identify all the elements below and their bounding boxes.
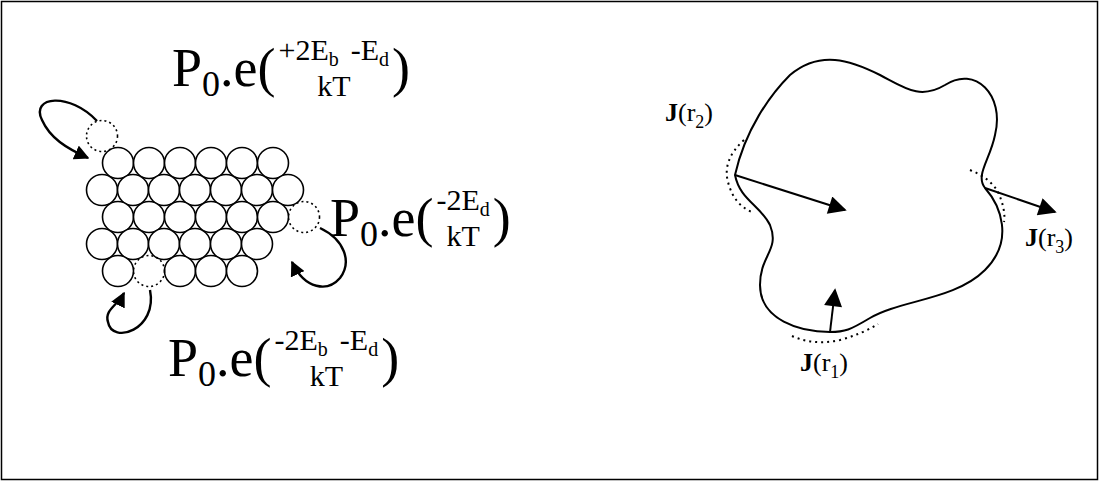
fraction: -2Eb-EdkT (275, 325, 379, 391)
rate-formula: P0.e(-2Eb-EdkT) (168, 325, 399, 391)
rate-formula: P0.e(-2EdkT) (330, 185, 511, 251)
flux-label: J(r1) (800, 350, 848, 376)
formula-num: -E (351, 35, 379, 65)
formula-j: ) (1064, 225, 1073, 251)
fraction-denominator: kT (317, 71, 350, 101)
rate-formula: P0.e(+2Eb-EdkT) (172, 35, 410, 101)
perturbed-contour (727, 140, 1005, 342)
formula-numsub: d (480, 199, 490, 219)
frame (2, 2, 1098, 480)
flux-label: J(r3) (1025, 225, 1073, 251)
formula-numsub: d (379, 49, 389, 69)
formula-bigsub: 0 (202, 66, 220, 102)
fraction-numerator: -2Eb-Ed (275, 325, 379, 355)
fraction-denominator: kT (447, 221, 480, 251)
formula-jb: J (665, 100, 678, 126)
grain-contour (735, 60, 1002, 332)
formula-big: .e( (216, 331, 271, 385)
formula-num: kT (310, 361, 343, 391)
atom-lattice (87, 148, 304, 287)
formula-jb: J (800, 350, 813, 376)
formula-numsub: b (318, 339, 328, 359)
formula-j: ) (839, 350, 848, 376)
formula-num: kT (447, 221, 480, 251)
formula-big: P (172, 41, 202, 95)
formula-num: kT (317, 71, 350, 101)
formula-jsub: 3 (1055, 238, 1064, 256)
formula-j: (r (813, 350, 830, 376)
formula-big: ) (493, 191, 511, 245)
formula-numsub: d (368, 339, 378, 359)
hop-arrows (40, 101, 346, 333)
formula-j: (r (678, 100, 695, 126)
formula-big: ) (381, 331, 399, 385)
formula-j: (r (1038, 225, 1055, 251)
fraction: +2Eb-EdkT (279, 35, 390, 101)
formula-big: P (330, 191, 360, 245)
formula-jb: J (1025, 225, 1038, 251)
flux-label: J(r2) (665, 100, 713, 126)
fraction-denominator: kT (310, 361, 343, 391)
fraction-numerator: +2Eb-Ed (279, 35, 390, 65)
formula-big: .e( (220, 41, 275, 95)
formula-big: ) (392, 41, 410, 95)
fraction-numerator: -2Ed (437, 185, 490, 215)
formula-big: P (168, 331, 198, 385)
formula-j: ) (704, 100, 713, 126)
fraction: -2EdkT (437, 185, 490, 251)
flux-arrows (735, 175, 1055, 332)
formula-num: -E (340, 325, 368, 355)
vacancy-sites (87, 121, 320, 287)
formula-num: -2E (437, 185, 480, 215)
formula-bigsub: 0 (198, 356, 216, 392)
formula-jsub: 2 (695, 113, 704, 131)
formula-numsub: b (329, 49, 339, 69)
formula-num: -2E (275, 325, 318, 355)
formula-big: .e( (378, 191, 433, 245)
formula-num: +2E (279, 35, 329, 65)
formula-jsub: 1 (830, 363, 839, 381)
formula-bigsub: 0 (360, 216, 378, 252)
